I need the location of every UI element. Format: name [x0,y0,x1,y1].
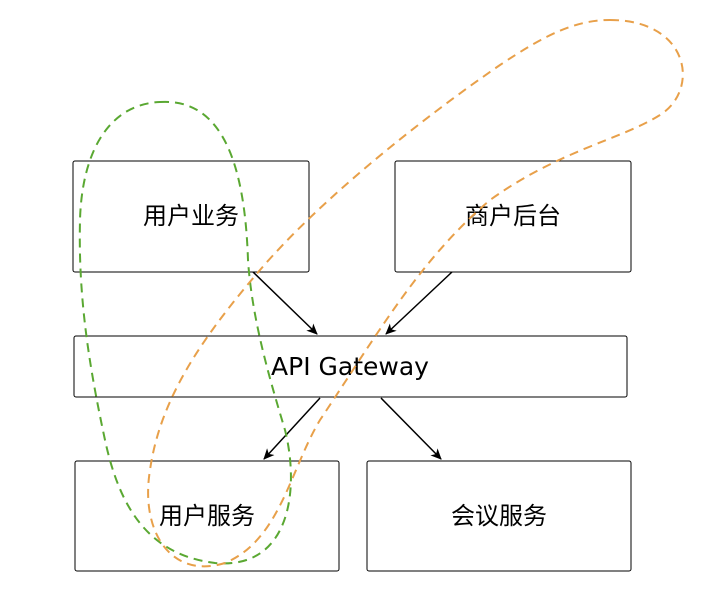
node-user-business: 用户业务 [72,160,310,273]
edge-gateway-to-user-service [263,397,321,460]
grouping-loop-orange [147,18,684,568]
grouping-loop-green [78,100,292,565]
node-api-gateway: API Gateway [73,335,628,398]
node-merchant-backend-label: 商户后台 [465,202,561,230]
edge-user-business-to-gateway [252,271,318,335]
edge-gateway-to-meeting-service [380,397,442,460]
node-merchant-backend: 商户后台 [394,160,632,273]
node-user-business-label: 用户业务 [143,202,239,230]
node-api-gateway-label: API Gateway [271,352,429,381]
node-user-service-label: 用户服务 [159,502,255,530]
node-user-service: 用户服务 [74,460,340,572]
node-meeting-service: 会议服务 [366,460,632,572]
node-meeting-service-label: 会议服务 [451,502,547,530]
edge-merchant-backend-to-gateway [385,271,453,335]
